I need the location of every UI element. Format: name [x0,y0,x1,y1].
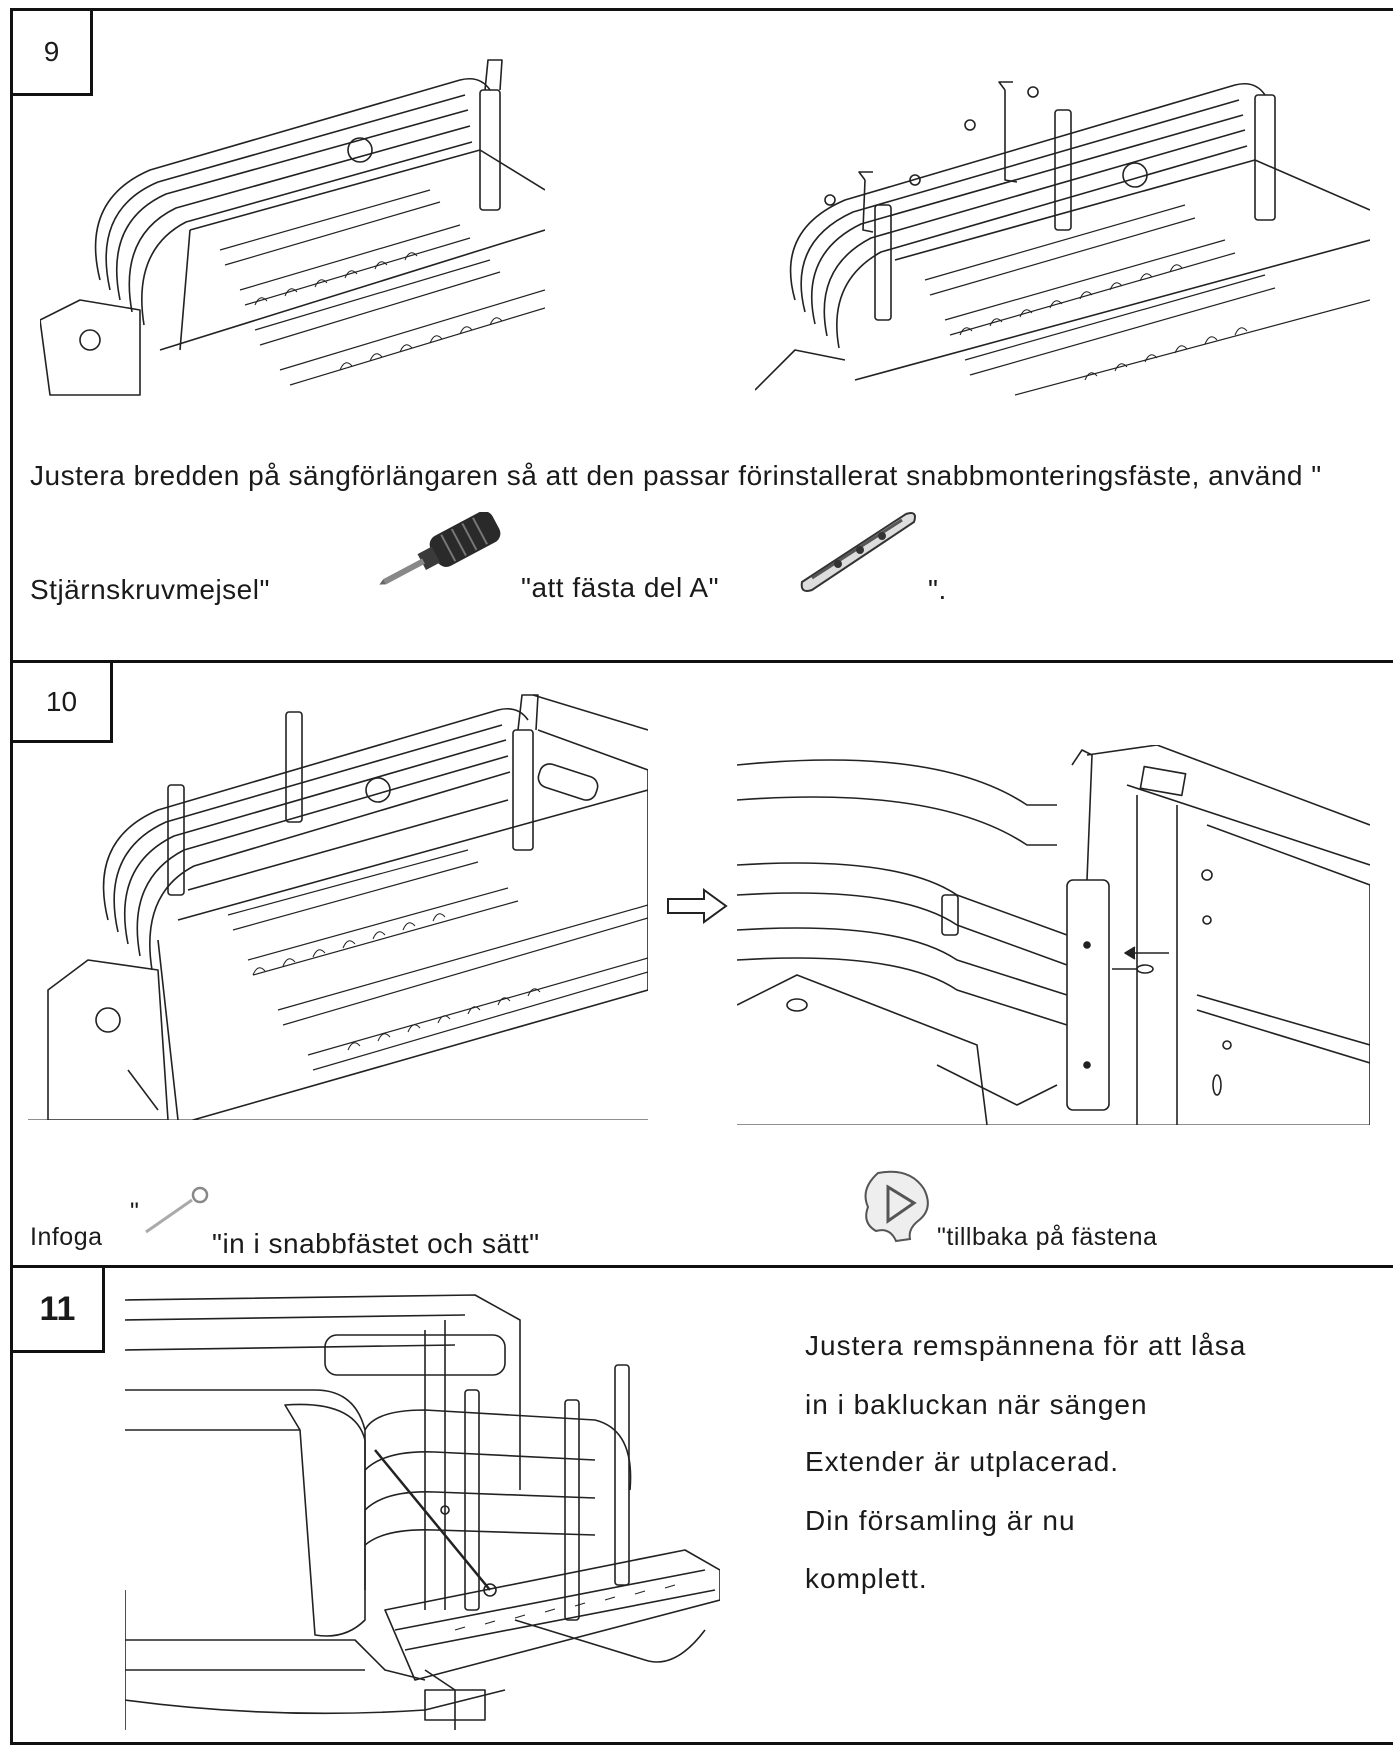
bed-extender-adjusted-illustration [755,50,1370,400]
step-9-instruction-line2-start: Stjärnskruvmejsel" [30,574,270,605]
arrow-right-icon [666,888,728,924]
step-number: 10 [45,685,78,717]
step-10-quote-mark: " [130,1198,140,1226]
step-number: 9 [43,36,60,67]
section-divider [10,660,1393,663]
step-number-box: 9 [13,11,93,96]
screwdriver-icon [372,512,514,594]
step-10-instruction-suffix: "in i snabbfästet och sätt" [212,1228,540,1259]
step-11-line: Din församling är nu [805,1505,1076,1536]
pin-icon [140,1186,212,1238]
quick-mount-pin-illustration [737,745,1370,1125]
clip-icon [858,1165,936,1245]
step-11-line: komplett. [805,1563,928,1594]
extender-deployed-illustration [125,1290,720,1730]
step-9-instruction-line2-mid: "att fästa del A" [521,572,720,603]
step-number-box: 10 [13,663,113,743]
step-10-instruction-prefix: Infoga [30,1223,103,1251]
bed-extender-illustration [40,50,545,400]
step-11-line: Justera remspännena för att låsa [805,1330,1247,1361]
step-10-instruction-b: "tillbaka på fästena [937,1223,1158,1251]
step-number: 11 [39,1289,76,1328]
step-11-line: in i bakluckan när sängen [805,1389,1148,1420]
step-number-box: 11 [13,1268,105,1353]
part-a-bracket-icon [798,506,920,592]
step-9-instruction-line1: Justera bredden på sängförlängaren så at… [30,460,1322,491]
bed-extender-installed-illustration [28,690,648,1120]
section-divider [10,1265,1393,1268]
step-9-instruction-line2-end: ". [928,574,947,605]
step-11-line: Extender är utplacerad. [805,1446,1120,1477]
page-frame [10,8,1393,1745]
